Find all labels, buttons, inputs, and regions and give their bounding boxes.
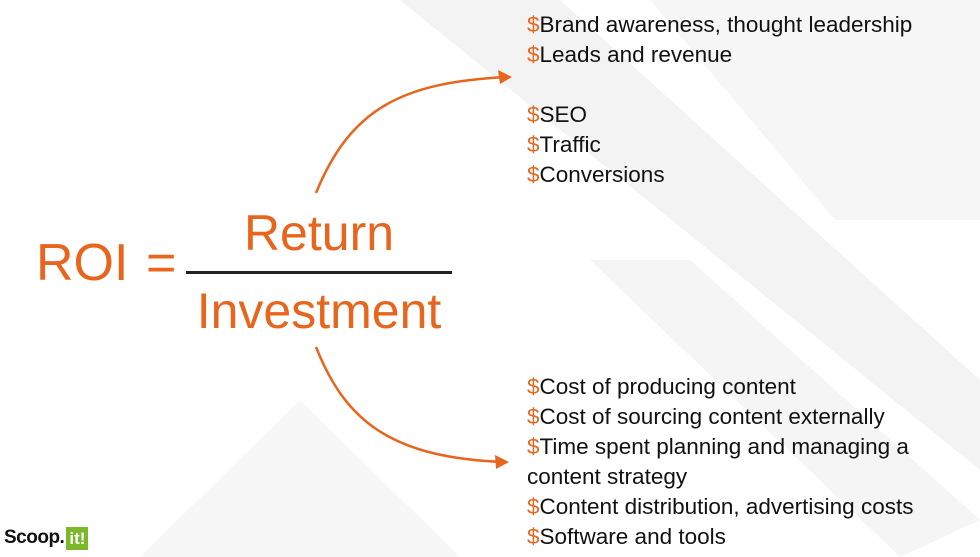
dollar-icon: $ (527, 162, 540, 187)
dollar-icon: $ (527, 524, 540, 549)
scoopit-logo: Scoop. it! (4, 525, 89, 551)
bg-chevron-mid (650, 0, 980, 220)
return-list: $Brand awareness, thought leadership $Le… (527, 10, 912, 190)
roi-label: ROI (36, 234, 129, 292)
dollar-icon: $ (527, 102, 540, 127)
return-item-text: Brand awareness, thought leadership (539, 12, 913, 37)
investment-item-text: Software and tools (539, 524, 726, 549)
return-item: $Conversions (527, 160, 912, 190)
bg-chevron-bottom (140, 400, 460, 557)
fraction-denominator: Investment (196, 283, 442, 339)
investment-item: $Content distribution, advertising costs (527, 492, 913, 522)
dollar-icon: $ (527, 132, 540, 157)
investment-item: $Software and tools (527, 522, 913, 552)
investment-item-text: Cost of producing content (539, 374, 796, 399)
return-item-text: Conversions (539, 162, 665, 187)
arrow-to-returns (314, 75, 509, 194)
bg-chevron-top (400, 0, 980, 470)
dollar-icon: $ (527, 404, 540, 429)
dollar-icon: $ (527, 12, 540, 37)
arrow-head-investments-icon (495, 455, 509, 469)
investment-item: $Time spent planning and managing a (527, 432, 913, 462)
return-item-text: SEO (539, 102, 588, 127)
dollar-icon: $ (527, 494, 540, 519)
return-item-text: Leads and revenue (539, 42, 733, 67)
investment-list: $Cost of producing content $Cost of sour… (527, 372, 913, 552)
list-spacer (527, 70, 912, 100)
return-item: $Brand awareness, thought leadership (527, 10, 912, 40)
return-item: $Traffic (527, 130, 912, 160)
fraction-numerator: Return (243, 205, 395, 261)
equals-sign: = (146, 234, 177, 292)
investment-item-continuation: content strategy (527, 462, 913, 492)
investment-item-text: Content distribution, advertising costs (539, 494, 914, 519)
dollar-icon: $ (527, 434, 540, 459)
investment-item: $Cost of sourcing content externally (527, 402, 913, 432)
investment-item-text: Time spent planning and managing a (539, 434, 909, 459)
arrow-head-returns-icon (498, 70, 512, 84)
return-item-text: Traffic (539, 132, 601, 157)
arrow-to-investments (314, 346, 506, 464)
investment-item-text: Cost of sourcing content externally (539, 404, 885, 429)
dollar-icon: $ (527, 374, 540, 399)
dollar-icon: $ (527, 42, 540, 67)
investment-item: $Cost of producing content (527, 372, 913, 402)
return-item: $SEO (527, 100, 912, 130)
fraction-bar (186, 271, 452, 274)
return-item: $Leads and revenue (527, 40, 912, 70)
bg-chevron-lower (590, 260, 980, 557)
logo-badge: it! (66, 526, 89, 550)
logo-word: Scoop. (4, 527, 65, 548)
investment-item-text: content strategy (527, 464, 688, 489)
